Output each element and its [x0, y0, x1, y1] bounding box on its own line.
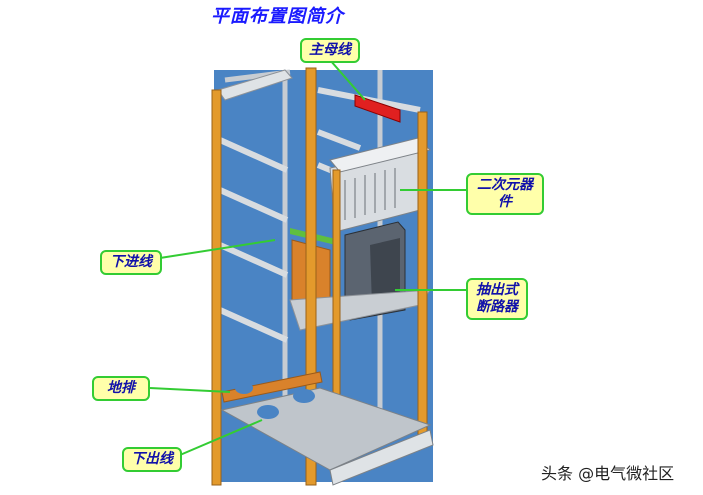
- label-ground-bar: 地排: [92, 376, 150, 401]
- top-beam: [217, 69, 293, 101]
- cable-hole-2: [293, 389, 315, 403]
- label-secondary-line1: 二次元器: [477, 177, 533, 193]
- label-outgoing-line-text: 下出线: [131, 451, 173, 467]
- label-secondary-components: 二次元器 件: [466, 173, 544, 215]
- secondary-box-top: [329, 137, 431, 173]
- base-rail: [329, 429, 434, 486]
- label-main-busbar-text: 主母线: [309, 42, 351, 58]
- main-busbar: [354, 94, 401, 123]
- label-main-busbar: 主母线: [300, 38, 360, 63]
- leader-lines: [149, 59, 470, 456]
- watermark: 头条 @电气微社区: [541, 464, 675, 483]
- label-incoming-line-text: 下进线: [110, 254, 152, 270]
- label-ground-bar-text: 地排: [107, 380, 135, 396]
- label-breaker-line1: 抽出式: [476, 282, 518, 298]
- label-drawout-breaker: 抽出式 断路器: [466, 278, 528, 320]
- ground-bar: [221, 371, 323, 403]
- drawout-breaker-front: [370, 238, 400, 306]
- cable-hole-1: [257, 405, 279, 419]
- secondary-box-vents: [344, 168, 396, 220]
- page-title: 平面布置图简介: [211, 6, 344, 27]
- side-crossbars: [218, 87, 421, 343]
- cable-hole-3: [235, 382, 253, 394]
- label-breaker-line2: 断路器: [476, 299, 518, 315]
- label-outgoing-line: 下出线: [122, 447, 182, 472]
- label-incoming-line: 下进线: [100, 250, 162, 275]
- label-secondary-line2: 件: [498, 194, 512, 210]
